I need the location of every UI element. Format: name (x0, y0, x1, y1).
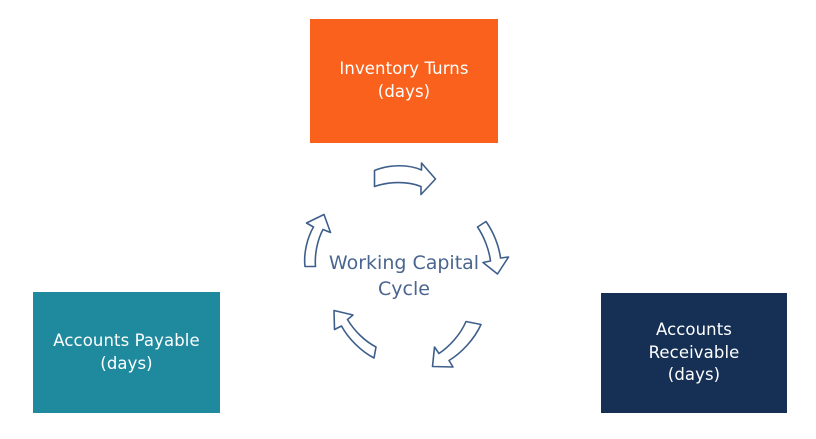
node-accounts-payable-label: Accounts Payable (days) (53, 330, 200, 373)
node-inventory-turns-label: Inventory Turns (days) (339, 59, 469, 101)
arrow-bottom-right-icon (431, 320, 482, 368)
arrow-bottom-left-icon (333, 309, 377, 359)
node-accounts-payable[interactable]: Accounts Payable (days) (33, 292, 220, 413)
arrow-top-right-icon (373, 162, 437, 196)
node-accounts-receivable-label: Accounts Receivable (days) (648, 319, 740, 385)
node-inventory-turns[interactable]: Inventory Turns (days) (310, 19, 498, 143)
cycle-center-label: Working Capital Cycle (328, 252, 480, 300)
node-accounts-receivable[interactable]: Accounts Receivable (days) (601, 293, 787, 413)
